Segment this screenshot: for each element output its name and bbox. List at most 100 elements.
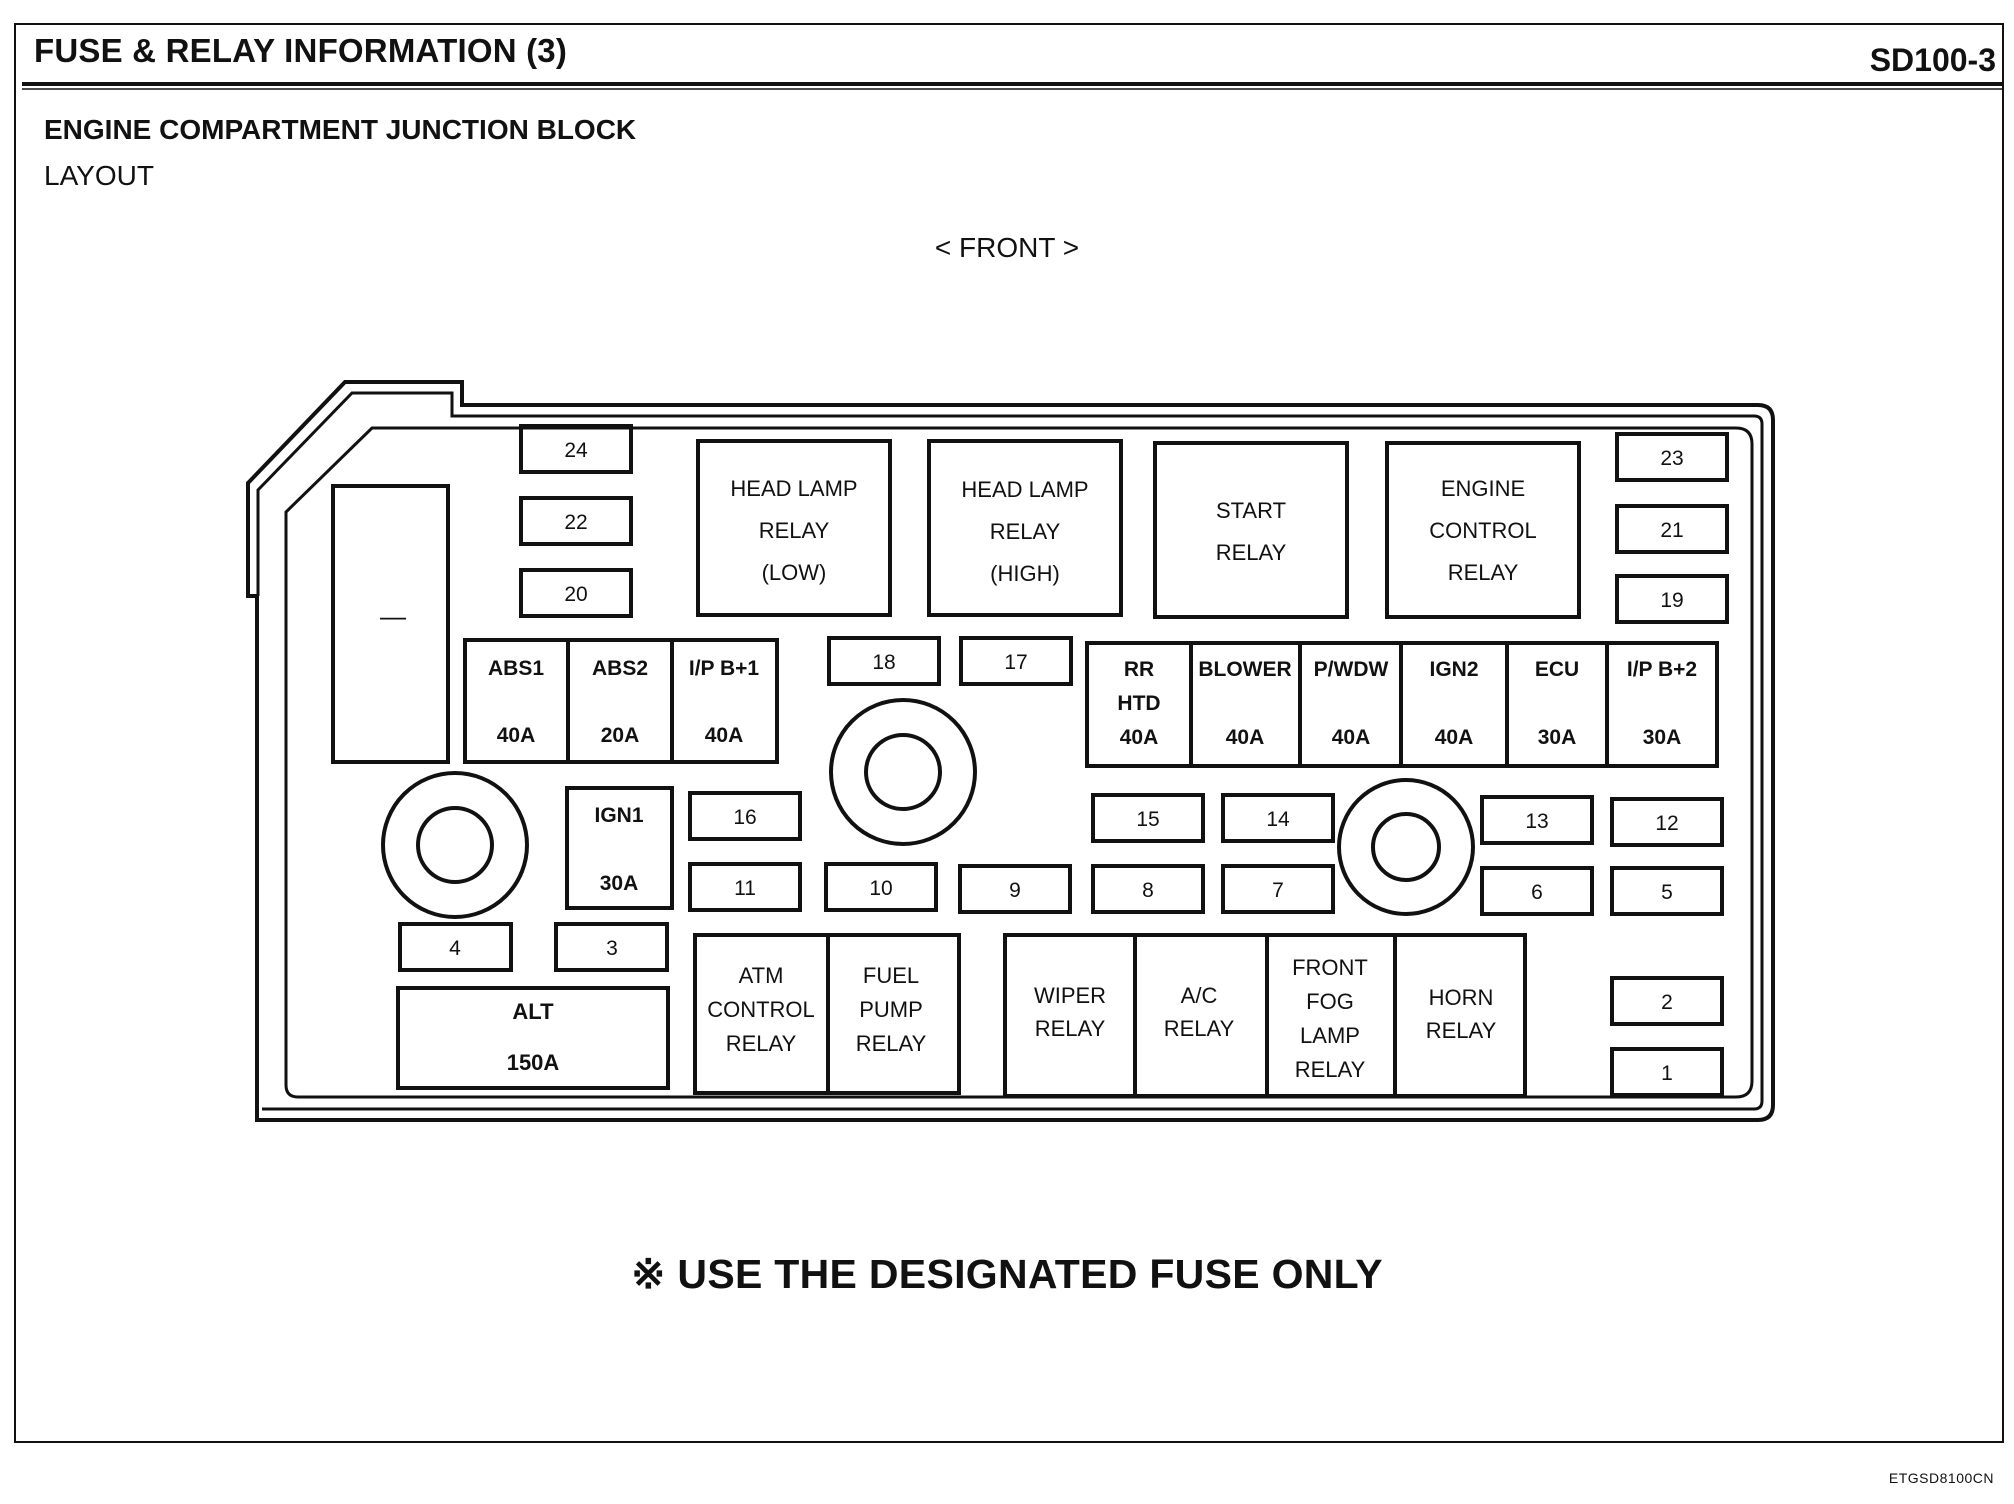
svg-text:19: 19 [1660,589,1683,612]
svg-text:30A: 30A [1538,726,1577,749]
usage-note: ※ USE THE DESIGNATED FUSE ONLY [631,1251,1383,1297]
svg-text:WIPER: WIPER [1034,983,1106,1008]
relay-start: START RELAY [1153,441,1349,619]
fuse-6: 6 [1480,866,1594,916]
section-title: ENGINE COMPARTMENT JUNCTION BLOCK [44,114,637,145]
svg-text:13: 13 [1525,810,1548,833]
svg-text:30A: 30A [1643,726,1682,749]
header-page-code: SD100-3 [1869,42,1996,78]
svg-text:16: 16 [733,806,756,829]
orientation-label: < FRONT > [934,232,1080,263]
fuse-15: 15 [1091,793,1205,843]
svg-text:14: 14 [1266,808,1290,831]
fuse-24: 24 [519,424,633,474]
maxi-fuse-block-left [463,638,779,764]
fuse-19: 19 [1615,574,1729,624]
fuse-14: 14 [1221,793,1335,843]
svg-text:FRONT: FRONT [1292,955,1368,980]
maxi-fuse-rr-htd: RR HTD 40A [1117,658,1160,749]
fuse-12: 12 [1610,797,1724,847]
fuse-4: 4 [398,922,513,972]
svg-text:40A: 40A [497,724,536,747]
maxi-fuse-ip-b2: I/P B+2 30A [1627,658,1697,749]
relay-ac: A/C RELAY [1164,983,1235,1041]
svg-text:21: 21 [1660,519,1683,542]
svg-text:RELAY: RELAY [1035,1016,1106,1041]
svg-text:24: 24 [564,439,588,462]
svg-text:ATM: ATM [739,963,784,988]
svg-text:(LOW): (LOW) [762,560,827,585]
maxi-fuse-ecu: ECU 30A [1535,658,1579,749]
maxi-fuse-blower: BLOWER 40A [1198,658,1291,749]
relay-atm-control: ATM CONTROL RELAY [707,963,815,1056]
svg-text:RELAY: RELAY [1448,560,1519,585]
fuse-1: 1 [1610,1047,1724,1097]
svg-text:RELAY: RELAY [726,1031,797,1056]
svg-text:HTD: HTD [1117,692,1160,715]
fuse-2: 2 [1610,976,1724,1026]
svg-text:10: 10 [869,877,892,900]
svg-text:2: 2 [1661,991,1673,1014]
svg-text:START: START [1216,498,1286,523]
svg-text:40A: 40A [1332,726,1371,749]
document-id: ETGSD8100CN [1888,1470,1994,1486]
relay-wiper: WIPER RELAY [1034,983,1106,1041]
fuse-22: 22 [519,496,633,546]
fuse-3: 3 [554,922,669,972]
svg-text:7: 7 [1272,879,1284,902]
maxi-fuse-alt: ALT 150A [396,986,670,1090]
fuse-20: 20 [519,568,633,618]
svg-text:4: 4 [449,937,461,960]
svg-text:150A: 150A [507,1050,560,1075]
svg-text:ABS2: ABS2 [592,657,648,680]
housing-outer-outline [246,380,1775,1122]
relay-horn: HORN RELAY [1426,985,1497,1043]
svg-text:HEAD LAMP: HEAD LAMP [961,477,1088,502]
svg-text:6: 6 [1531,881,1543,904]
svg-text:ECU: ECU [1535,658,1579,681]
svg-text:5: 5 [1661,881,1673,904]
relay-engine-control: ENGINE CONTROL RELAY [1385,441,1581,619]
svg-text:FUEL: FUEL [863,963,919,988]
svg-text:RELAY: RELAY [759,518,830,543]
header-title: FUSE & RELAY INFORMATION (3) [34,32,568,69]
svg-text:RELAY: RELAY [990,519,1061,544]
fuse-9: 9 [958,864,1072,914]
maxi-fuse-abs1: ABS1 40A [488,657,544,747]
svg-text:RELAY: RELAY [1295,1057,1366,1082]
relay-head-lamp-high: HEAD LAMP RELAY (HIGH) [927,439,1123,617]
fuse-8: 8 [1091,864,1205,914]
svg-text:40A: 40A [1120,726,1159,749]
maxi-fuse-ign1: IGN1 30A [565,786,674,910]
svg-text:CONTROL: CONTROL [707,997,815,1022]
svg-text:RELAY: RELAY [1216,540,1287,565]
svg-text:RELAY: RELAY [856,1031,927,1056]
svg-text:23: 23 [1660,447,1683,470]
housing-middle-outline [256,391,1764,1111]
svg-text:IGN2: IGN2 [1429,658,1478,681]
svg-text:18: 18 [872,651,895,674]
svg-text:IGN1: IGN1 [594,804,643,827]
maxi-fuse-ip-b1: I/P B+1 40A [689,657,760,747]
svg-text:15: 15 [1136,808,1159,831]
svg-text:(HIGH): (HIGH) [990,561,1060,586]
relay-front-fog-lamp: FRONT FOG LAMP RELAY [1292,955,1368,1082]
svg-text:8: 8 [1142,879,1154,902]
svg-text:ABS1: ABS1 [488,657,544,680]
svg-text:40A: 40A [1435,726,1474,749]
svg-text:20: 20 [564,583,587,606]
svg-text:CONTROL: CONTROL [1429,518,1537,543]
svg-text:RELAY: RELAY [1426,1018,1497,1043]
svg-text:PUMP: PUMP [859,997,923,1022]
section-subtitle: LAYOUT [44,160,154,191]
fuse-7: 7 [1221,864,1335,914]
housing-inner-outline [284,426,1754,1099]
fuse-10: 10 [824,862,938,912]
svg-text:RELAY: RELAY [1164,1016,1235,1041]
svg-text:I/P B+1: I/P B+1 [689,657,760,680]
relay-fuel-pump: FUEL PUMP RELAY [856,963,927,1056]
svg-text:A/C: A/C [1181,983,1218,1008]
svg-text:11: 11 [734,877,756,900]
